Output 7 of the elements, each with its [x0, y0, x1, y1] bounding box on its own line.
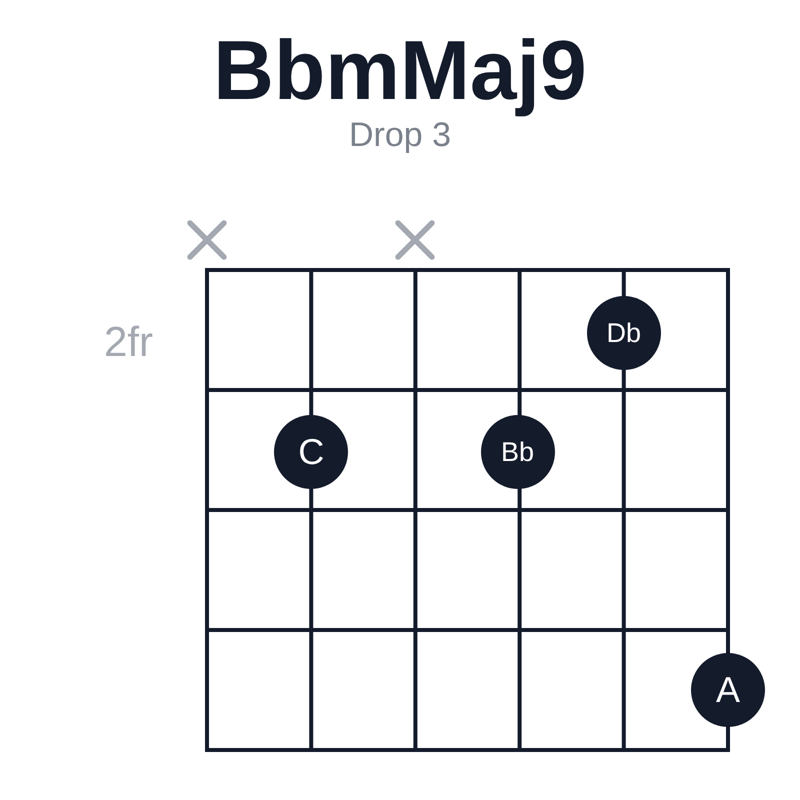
finger-dot: Db — [586, 296, 661, 370]
finger-dot: A — [691, 653, 765, 727]
finger-dot: C — [274, 415, 348, 489]
finger-dot: Bb — [480, 415, 555, 489]
subtitle: Drop 3 — [348, 116, 452, 155]
fret-number: 2fr — [104, 317, 154, 367]
chord-title: BbmMaj9 — [212, 22, 588, 118]
